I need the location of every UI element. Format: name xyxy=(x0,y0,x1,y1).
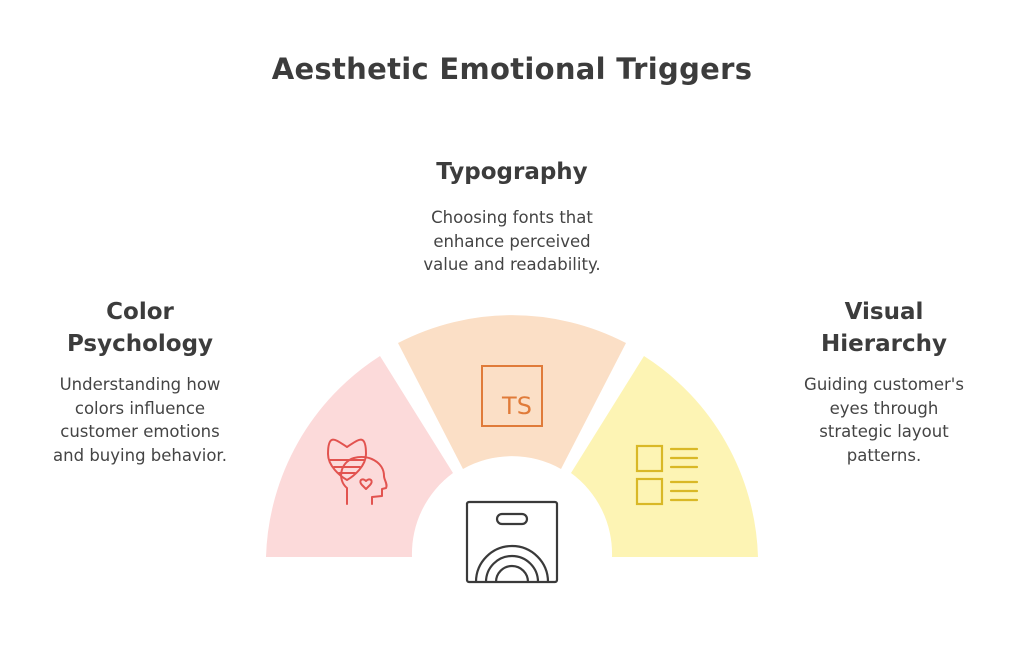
visual-hierarchy-description-line: strategic layout xyxy=(819,422,949,441)
typography-description-line: Choosing fonts that xyxy=(431,208,593,227)
heart-head-icon xyxy=(327,438,388,505)
diagram-title: Aesthetic Emotional Triggers xyxy=(271,52,753,86)
visual-hierarchy-heading-line: Visual xyxy=(844,299,924,325)
color-psychology-description-line: and buying behavior. xyxy=(53,445,227,465)
typography-segment[interactable] xyxy=(398,315,626,469)
ts-typography-icon: TS xyxy=(481,365,543,427)
ts-label: TS xyxy=(501,392,532,420)
visual-hierarchy-segment[interactable] xyxy=(571,356,758,557)
visual-hierarchy-description: Guiding customer's eyes through strategi… xyxy=(764,373,1004,467)
shopping-bag-icon xyxy=(465,500,559,584)
typography-heading: Typography xyxy=(412,156,612,188)
color-psychology-heading-line: Psychology xyxy=(66,331,214,357)
color-psychology-heading-line: Color xyxy=(106,299,174,325)
layout-list-icon xyxy=(635,444,699,506)
visual-hierarchy-description-line: eyes through xyxy=(829,398,939,418)
color-psychology-description-line: customer emotions xyxy=(60,422,220,441)
color-psychology-description-line: colors influence xyxy=(74,398,206,418)
visual-hierarchy-heading: Visual Hierarchy xyxy=(784,296,984,360)
visual-hierarchy-description-line: Guiding customer's xyxy=(804,375,964,394)
typography-heading-text: Typography xyxy=(436,159,588,185)
typography-description: Choosing fonts that enhance perceived va… xyxy=(362,206,662,277)
typography-description-line: value and readability. xyxy=(423,255,601,274)
visual-hierarchy-description-line: patterns. xyxy=(846,445,922,465)
typography-description-line: enhance perceived xyxy=(433,231,591,251)
color-psychology-description: Understanding how colors influence custo… xyxy=(10,373,270,467)
color-psychology-heading: Color Psychology xyxy=(40,296,240,360)
ts-box xyxy=(481,365,543,427)
color-psychology-description-line: Understanding how xyxy=(59,375,221,394)
visual-hierarchy-heading-line: Hierarchy xyxy=(821,331,947,357)
